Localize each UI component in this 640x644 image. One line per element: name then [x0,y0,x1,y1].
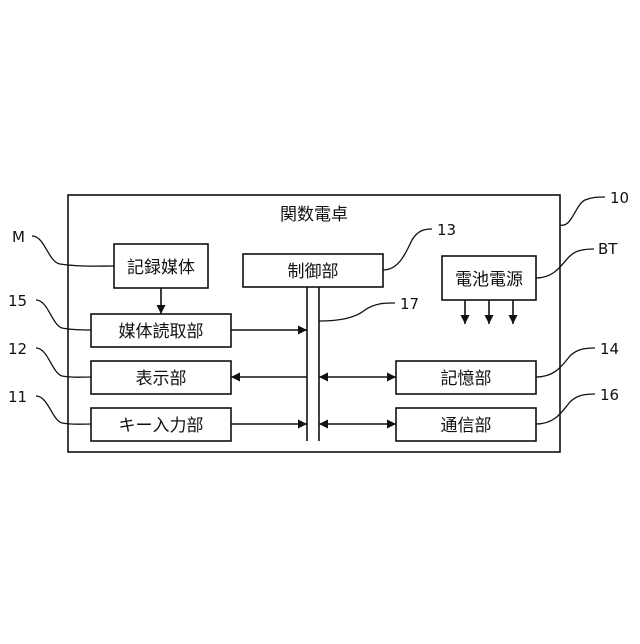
ref-12: 12 [8,340,27,358]
ref-14: 14 [600,340,619,358]
ref-15: 15 [8,292,27,310]
ref-11: 11 [8,388,27,406]
device-title: 関数電卓 [280,205,348,225]
display-label: 表示部 [136,369,187,389]
ref-17: 17 [400,295,419,313]
communication-label: 通信部 [441,416,492,436]
battery-label: 電池電源 [455,270,523,290]
ref-16: 16 [600,386,619,404]
ref-10: 10 [610,189,629,207]
ref-13: 13 [437,221,456,239]
leader-10 [560,197,605,225]
ref-M: M [12,228,25,246]
ref-BT: BT [598,240,618,258]
memory-label: 記憶部 [441,369,492,389]
control-label: 制御部 [288,262,339,282]
key-input-label: キー入力部 [119,416,204,436]
media-reader-label: 媒体読取部 [119,322,204,342]
recording-medium-label: 記録媒体 [127,258,195,278]
